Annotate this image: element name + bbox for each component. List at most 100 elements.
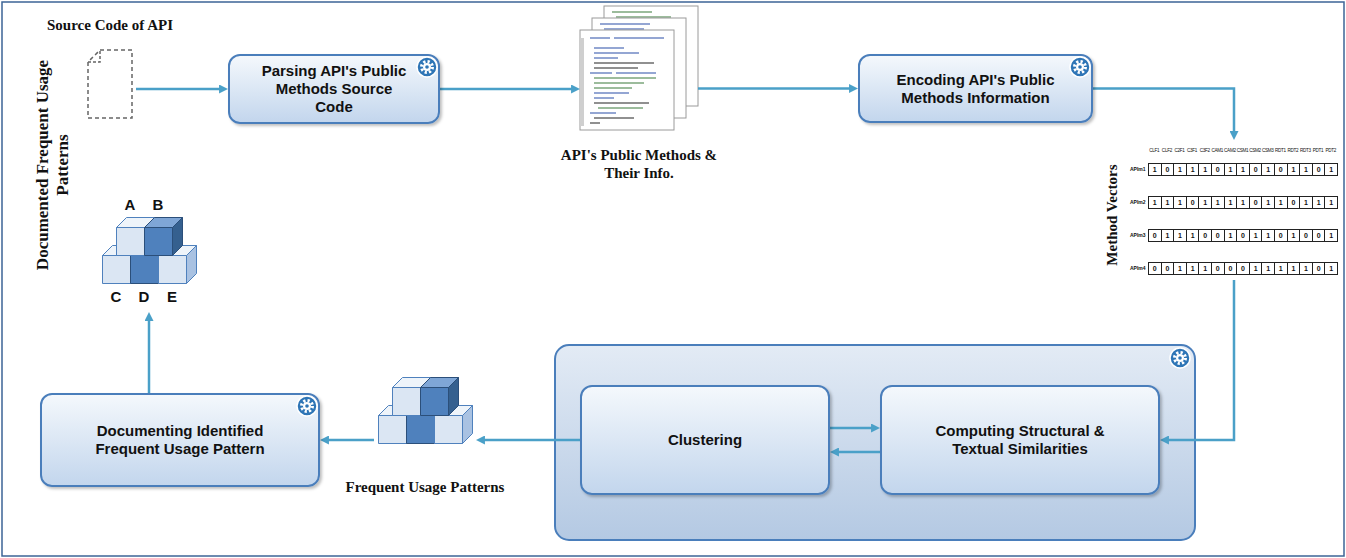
flow-arrow [148,317,151,393]
table-cell: 1 [1261,229,1275,242]
table-cell: 1 [1261,196,1275,209]
code-listing: API's Public Methods & Their Info. [580,6,698,132]
box-label: Encoding API's Public Methods Informatio… [886,71,1065,107]
column-header: RDT3 [1299,147,1312,155]
table-cell: 1 [1249,262,1263,275]
table-cell: 1 [1224,163,1238,176]
gear-icon [417,57,437,77]
table-cell: 0 [1161,262,1175,275]
table-cell: 1 [1287,163,1301,176]
column-header: C3F2 [1198,147,1211,155]
table-cell: 1 [1198,163,1212,176]
table-cell: 0 [1161,163,1175,176]
table-cell: 1 [1236,163,1250,176]
table-cell: 0 [1287,196,1301,209]
table-cell: 0 [1249,163,1263,176]
column-header: PDT2 [1324,147,1337,155]
flow-arrow [835,451,880,454]
table-cell: 1 [1186,262,1200,275]
table-cell: 0 [1236,262,1250,275]
table-cell: 1 [1148,196,1162,209]
table-cell: 0 [1224,262,1238,275]
process-box: Encoding API's Public Methods Informatio… [858,54,1093,123]
pattern-letter: A [120,196,140,214]
table-cell: 1 [1324,262,1338,275]
column-header: CSM3 [1261,147,1274,155]
table-cell: 1 [1324,196,1338,209]
pattern-cubes: Frequent Usage Patterns [374,372,476,452]
box-label: Parsing API's Public Methods Source Code [256,62,412,116]
table-cell: 1 [1148,163,1162,176]
pattern-letter: D [134,288,154,306]
process-box: Clustering [580,385,830,495]
vector-table: Method Vectors [1130,140,1338,280]
column-header: CSM2 [1249,147,1262,155]
table-cell: 1 [1312,196,1326,209]
gear-icon [297,396,317,416]
row-header: APIm3 [1130,229,1148,242]
box-label: Documenting Identified Frequent Usage Pa… [68,422,292,458]
column-header: PDT1 [1312,147,1325,155]
gear-icon [1070,57,1090,77]
table-cell: 1 [1173,163,1187,176]
pattern-letter: B [148,196,168,214]
table-cell: 1 [1324,163,1338,176]
table-cell: 1 [1261,262,1275,275]
table-cell: 1 [1198,262,1212,275]
flow-arrow [830,427,875,430]
table-cell: 0 [1312,229,1326,242]
flow-arrow [136,88,223,91]
table-cell: 0 [1148,262,1162,275]
flow-arrow [698,87,853,90]
table-cell: 1 [1324,229,1338,242]
table-cell: 1 [1161,229,1175,242]
table-cell: 0 [1211,262,1225,275]
row-header: APIm1 [1130,163,1148,176]
table-cell: 1 [1287,229,1301,242]
flow-arrow [440,88,575,91]
table-cell: 0 [1274,229,1288,242]
table-cell: 1 [1173,262,1187,275]
table-cell: 0 [1198,229,1212,242]
gear-icon [1170,348,1190,368]
process-box: Documenting Identified Frequent Usage Pa… [40,393,320,487]
table-cell: 0 [1299,229,1313,242]
process-box: Computing Structural & Textual Similarit… [880,385,1160,495]
table-cell: 1 [1198,196,1212,209]
column-header: CLF2 [1161,147,1174,155]
table-cell: 0 [1148,229,1162,242]
table-cell: 1 [1274,196,1288,209]
pattern-letter: E [162,288,182,306]
pattern-letter: C [106,288,126,306]
table-cell: 1 [1186,229,1200,242]
table-cell: 1 [1299,196,1313,209]
table-cell: 1 [1211,196,1225,209]
row-header: APIm4 [1130,262,1148,275]
table-cell: 1 [1224,196,1238,209]
node-caption: Method Vectors [1103,135,1121,295]
process-group-panel [555,345,1195,540]
cube-pattern-icon [379,378,473,444]
column-header: CAM2 [1224,147,1237,155]
column-header: C2F1 [1173,147,1186,155]
column-header: CAM1 [1211,147,1224,155]
column-header: RDT1 [1274,147,1287,155]
documented-cube-icon [103,218,197,284]
node-caption: Frequent Usage Patterns [325,478,525,496]
box-label: Computing Structural & Textual Similarit… [908,422,1132,458]
source-document: Source Code of API [84,46,136,122]
column-header: RDT2 [1287,147,1300,155]
table-cell: 1 [1274,262,1288,275]
table-cell: 0 [1312,163,1326,176]
table-cell: 1 [1173,196,1187,209]
table-cell: 0 [1274,163,1288,176]
table-cell: 1 [1186,163,1200,176]
column-header: CSM1 [1236,147,1249,155]
table-cell: 1 [1287,262,1301,275]
table-cell: 0 [1312,262,1326,275]
process-box: Parsing API's Public Methods Source Code [228,54,440,124]
flow-arrow [325,439,374,442]
column-header: CLF1 [1148,147,1161,155]
